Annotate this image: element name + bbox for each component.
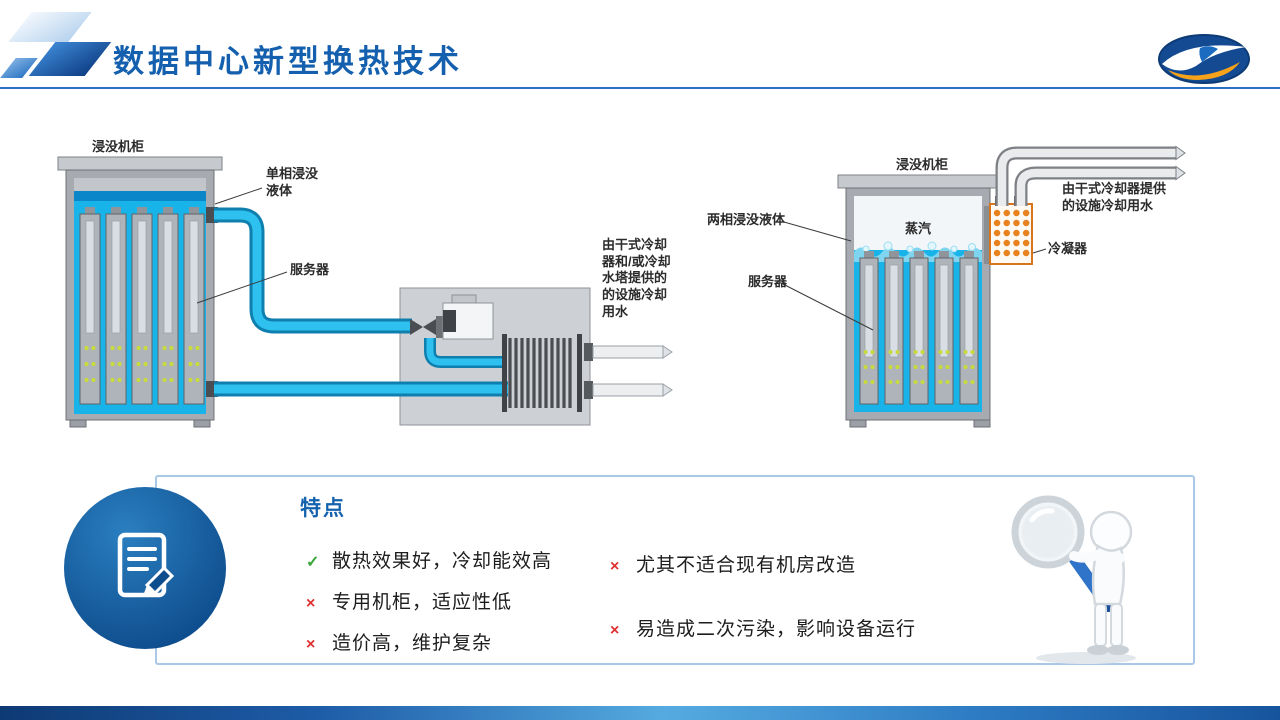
label-left-server: 服务器	[290, 262, 330, 277]
feature-text: 造价高，维护复杂	[332, 633, 493, 654]
feature-text: 专用机柜，适应性低	[332, 592, 513, 613]
facility-water-pipes-right	[995, 145, 1186, 206]
label-right-server: 服务器	[748, 274, 788, 289]
logo-image	[1158, 34, 1250, 84]
condenser	[984, 203, 1033, 265]
page-title: 数据中心新型换热技术	[113, 44, 463, 79]
features-title: 特点	[300, 497, 346, 520]
label-right-water: 由干式冷却器提供的设施冷却用水	[1062, 181, 1167, 213]
feature-item: ✓ 散热效果好，冷却能效高	[306, 546, 552, 573]
facility-water-pipes-left	[584, 343, 673, 399]
label-right-cabinet: 浸没机柜	[896, 157, 949, 172]
leader-lines	[196, 187, 1047, 331]
feature-text: 散热效果好，冷却能效高	[332, 551, 553, 572]
features-icon-badge	[64, 487, 226, 649]
cross-icon: ×	[306, 636, 317, 653]
cross-icon: ×	[610, 622, 621, 639]
check-icon: ✓	[306, 554, 321, 571]
header-divider	[0, 87, 1280, 89]
features-list-left: ✓ 散热效果好，冷却能效高 × 专用机柜，适应性低 × 造价高，维护复杂	[306, 546, 552, 669]
feature-text: 易造成二次污染，影响设备运行	[636, 619, 917, 640]
label-right-liquid: 两相浸没液体	[707, 212, 786, 227]
document-pencil-icon	[117, 532, 175, 598]
features-panel	[155, 475, 1195, 665]
label-left-liquid: 单相浸没液体	[266, 166, 319, 198]
plate-coil	[502, 334, 582, 412]
label-left-water: 由干式冷却器和/或冷却水塔提供的的设施冷却用水	[602, 237, 671, 319]
feature-item: × 专用机柜，适应性低	[306, 587, 552, 614]
figure-with-magnifier-image	[1011, 495, 1136, 664]
cross-icon: ×	[610, 558, 621, 575]
feature-text: 尤其不适合现有机房改造	[636, 555, 857, 576]
feature-item: × 尤其不适合现有机房改造	[610, 550, 916, 577]
label-right-vapor: 蒸汽	[905, 221, 932, 236]
cross-icon: ×	[306, 595, 317, 612]
features-list-right: × 尤其不适合现有机房改造 × 易造成二次污染，影响设备运行	[610, 550, 916, 678]
left-servers	[79, 207, 205, 405]
label-left-cabinet: 浸没机柜	[92, 139, 145, 154]
coolant-pipes	[206, 207, 508, 397]
footer-accent-bar	[0, 706, 1280, 720]
label-right-condenser: 冷凝器	[1048, 241, 1088, 256]
pump-valve-assembly	[410, 294, 494, 340]
right-servers	[859, 251, 979, 405]
feature-item: × 造价高，维护复杂	[306, 628, 552, 655]
feature-item: × 易造成二次污染，影响设备运行	[610, 614, 916, 641]
